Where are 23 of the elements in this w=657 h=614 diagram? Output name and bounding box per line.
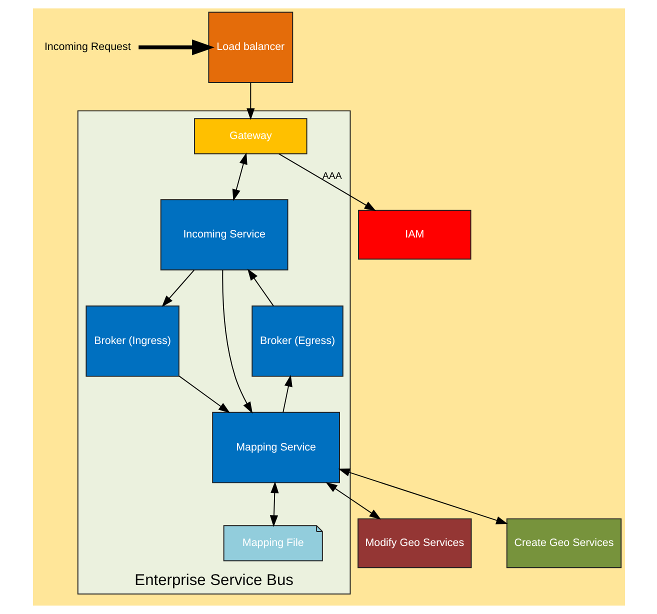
arrow [138, 39, 214, 56]
arrow [161, 269, 194, 308]
arrow [278, 153, 376, 212]
arrow [222, 270, 252, 414]
arrow [325, 482, 381, 520]
edge-label: AAA [322, 171, 342, 182]
arrow [232, 152, 247, 201]
node-text: Incoming Request [44, 41, 130, 54]
arrow [178, 376, 230, 414]
node-box: Load balancer [208, 12, 293, 83]
node-box: Mapping Service [212, 412, 340, 484]
arrow [246, 268, 274, 306]
node-box: Modify Geo Services [357, 518, 472, 568]
arrow [338, 468, 508, 524]
arrow [282, 374, 292, 413]
node-box: Broker (Egress) [251, 306, 343, 377]
node-box: Incoming Service [160, 199, 288, 270]
node-box: IAM [358, 210, 471, 260]
node-box: Broker (Ingress) [85, 306, 179, 377]
arrow [246, 82, 254, 120]
arrow [269, 481, 278, 527]
node-box: Create Geo Services [506, 518, 622, 568]
node-box: Gateway [194, 118, 307, 154]
